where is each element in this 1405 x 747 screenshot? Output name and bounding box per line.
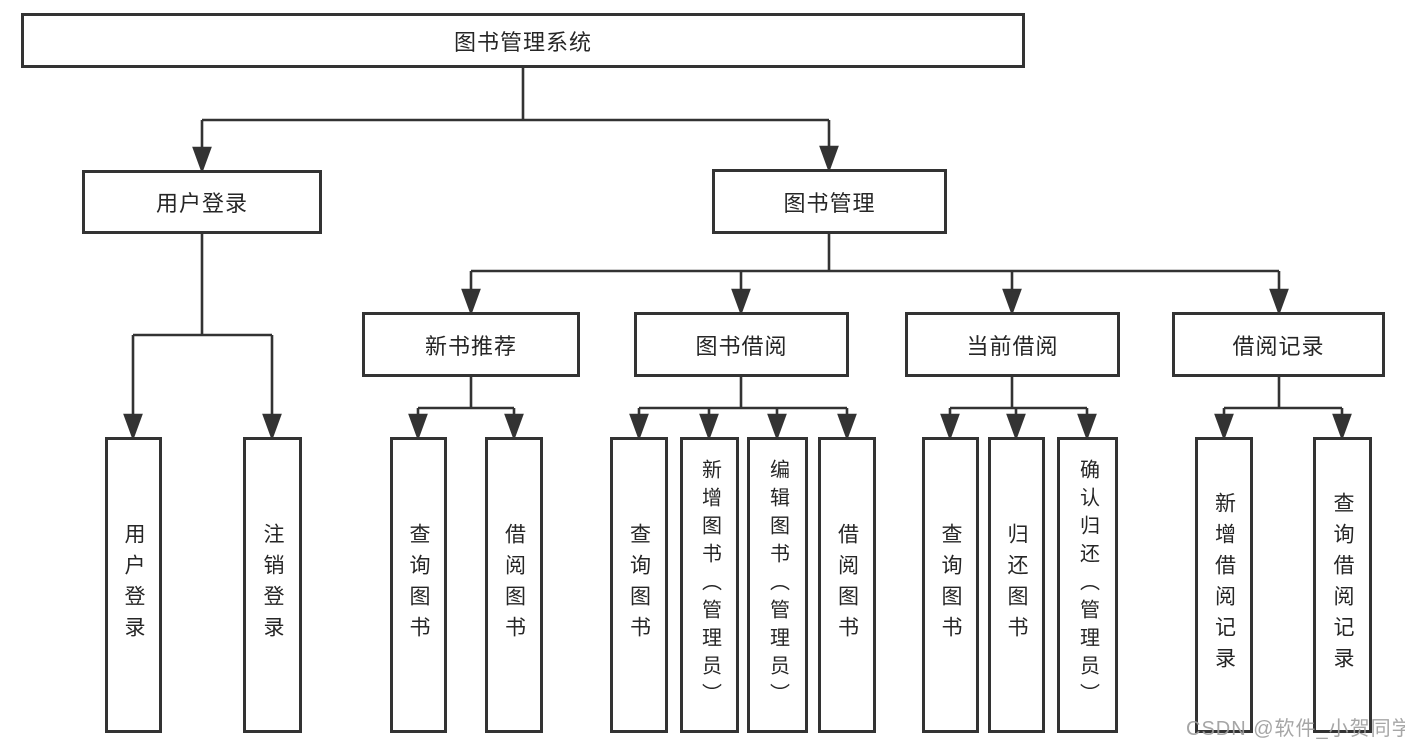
node-label: 借阅图书 xyxy=(835,523,859,647)
node-user-login: 用户登录 xyxy=(82,170,322,234)
leaf-borrow-books-newbook: 借阅图书 xyxy=(485,437,543,733)
leaf-query-books-newbook: 查询图书 xyxy=(390,437,447,733)
node-label: 图书管理系统 xyxy=(453,29,592,55)
leaf-user-login: 用户登录 xyxy=(105,437,162,733)
node-book-borrowing: 图书借阅 xyxy=(634,312,849,377)
leaf-query-books-borrow: 查询图书 xyxy=(610,437,668,733)
node-book-management: 图书管理 xyxy=(712,169,947,234)
node-current-borrowing: 当前借阅 xyxy=(905,312,1120,377)
node-label: 当前借阅 xyxy=(966,333,1059,359)
leaf-edit-books-admin: 编辑图书（管理员） xyxy=(747,437,808,733)
node-label: 新书推荐 xyxy=(424,333,517,359)
leaf-add-borrow-record: 新增借阅记录 xyxy=(1195,437,1253,733)
leaf-query-borrow-record: 查询借阅记录 xyxy=(1313,437,1372,733)
node-label: 查询借阅记录 xyxy=(1331,492,1354,678)
node-label: 确认归还（管理员） xyxy=(1076,459,1099,711)
leaf-logout: 注销登录 xyxy=(243,437,302,733)
node-label: 新增图书（管理员） xyxy=(698,459,721,711)
node-borrowing-records: 借阅记录 xyxy=(1172,312,1385,377)
node-label: 查询图书 xyxy=(939,523,962,647)
leaf-borrow-books: 借阅图书 xyxy=(818,437,876,733)
leaf-query-books-current: 查询图书 xyxy=(922,437,979,733)
node-label: 借阅图书 xyxy=(502,523,526,647)
node-label: 新增借阅记录 xyxy=(1212,492,1236,678)
node-label: 图书借阅 xyxy=(695,333,788,359)
node-label: 用户登录 xyxy=(155,191,248,216)
node-label: 查询图书 xyxy=(627,523,651,647)
csdn-watermark: CSDN @软件_小贺同学 xyxy=(1186,718,1405,740)
node-label: 借阅记录 xyxy=(1232,333,1325,359)
leaf-confirm-return-admin: 确认归还（管理员） xyxy=(1057,437,1118,733)
node-label: 用户登录 xyxy=(122,523,145,647)
leaf-add-books-admin: 新增图书（管理员） xyxy=(680,437,739,733)
node-library-management-system: 图书管理系统 xyxy=(21,13,1025,68)
node-label: 编辑图书（管理员） xyxy=(766,459,789,711)
node-label: 注销登录 xyxy=(261,523,284,647)
node-label: 归还图书 xyxy=(1005,523,1028,647)
node-new-book-recommendation: 新书推荐 xyxy=(362,312,580,377)
leaf-return-books: 归还图书 xyxy=(988,437,1045,733)
node-label: 查询图书 xyxy=(407,523,430,647)
node-label: 图书管理 xyxy=(783,190,876,216)
